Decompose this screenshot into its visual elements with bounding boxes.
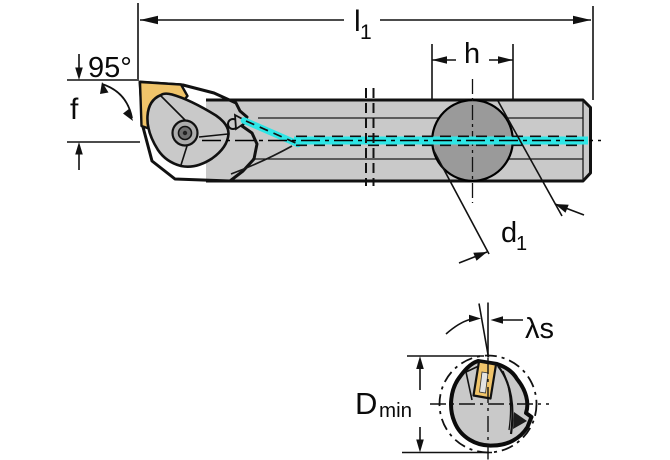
clamp-detail-line-2 [198,133,229,138]
d1-arrow-right [555,204,569,213]
entering-angle-label: 95° [88,52,132,84]
end-view: λs D min [355,302,554,460]
dimension-entering-angle: 95° [88,52,133,121]
clamp-edge-curve-2 [502,370,512,431]
insert-notch [479,371,489,394]
angle-arc-arrow-bottom [123,108,133,121]
tool-head [138,80,293,183]
clamp-edge-curve [497,365,514,435]
pocket-line-side [465,371,473,401]
head-body [138,80,259,183]
l1-arrow-left [140,15,158,25]
head-blend-curve [230,145,293,175]
clamp-screw-center [182,130,188,136]
dmin-arrow-down [416,439,424,453]
l1-label-sub: 1 [360,21,372,44]
side-view: l 1 f 95° h [67,3,601,264]
lambda-arrow-tail-left [445,318,471,335]
angle-arc-arrow-top [100,82,109,94]
d1-arrow-left [473,252,487,261]
h-label: h [464,38,480,70]
f-label: f [70,93,79,126]
dmin-label-sub: min [379,399,412,422]
coolant-nozzle-tip [233,113,249,131]
clamp-dark-wedge [513,412,527,429]
dimension-h: h [431,38,514,99]
dimension-dmin: D min [355,355,492,454]
lambda-arrow-right [490,316,503,324]
d1-label-sub: 1 [516,233,527,255]
h-arrow-right [498,56,513,64]
clamp-detail-line-3 [180,145,188,166]
dmin-label: D [355,386,377,421]
lambda-tilted-line [478,303,490,358]
clamp-detail-line-1 [160,95,188,123]
hidden-line-diagonal [245,120,298,145]
dmin-arrow-up [416,356,424,369]
d1-tangent-line-right [497,100,563,217]
lambda-arrow-left [469,314,481,323]
d1-label: d [501,217,517,249]
f-arrow-up [75,142,83,155]
dimension-lambda-s: λs [445,302,554,358]
lambda-s-label: λs [525,313,554,345]
d1-tangent-line-left [433,150,490,255]
h-arrow-left [432,56,447,64]
dimension-l1: l 1 [137,3,594,100]
l1-label: l [354,5,361,38]
dimension-f: f [67,54,140,170]
l1-arrow-right [573,15,591,25]
f-arrow-down [75,67,83,80]
dimension-d1: d 1 [433,100,585,264]
